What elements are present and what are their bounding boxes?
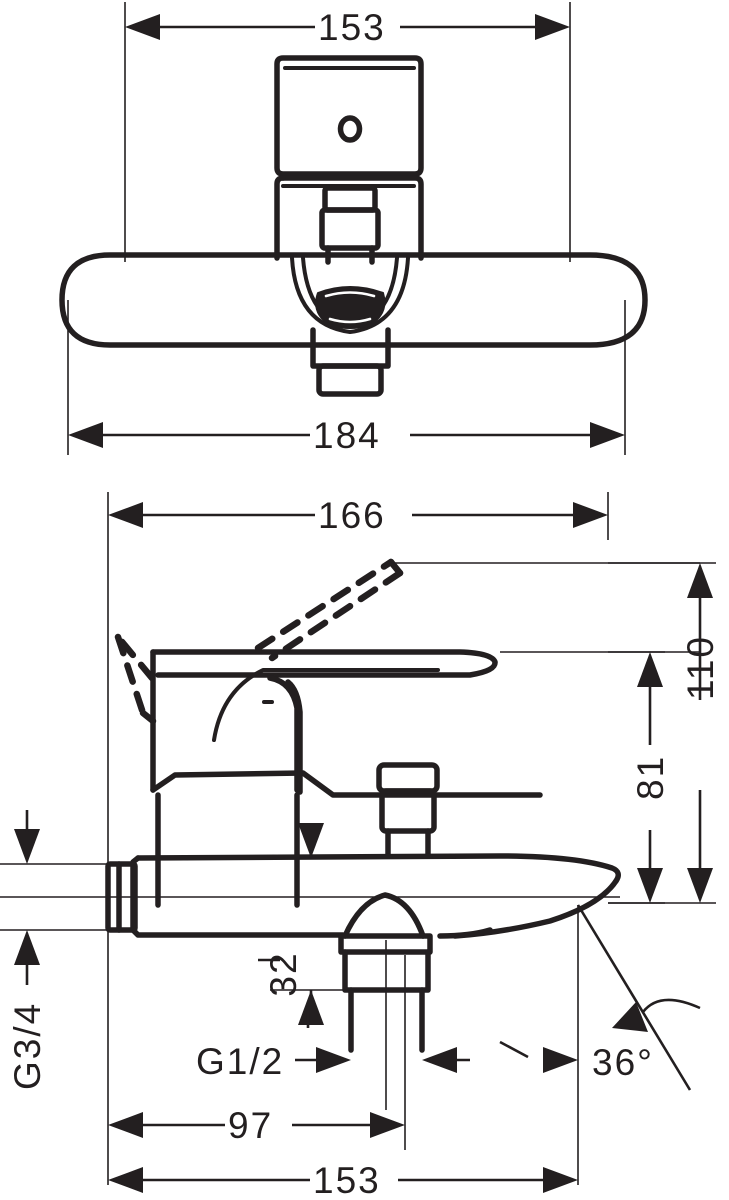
dimension-184-top [68, 422, 625, 448]
top-view-group: 153 184 [59, 2, 648, 456]
dimension-153-bottom [108, 1167, 578, 1193]
dimension-153-top [125, 14, 570, 40]
dimension-81 [608, 651, 665, 904]
handle-body-top [274, 55, 424, 177]
extension-lines-166 [107, 492, 609, 1185]
thread-label-g12: G1/2 [196, 1041, 284, 1082]
lever-raised-hidden [114, 558, 404, 725]
spout-shank-top [310, 327, 391, 397]
handle-pin-hole [337, 115, 363, 143]
dimension-label-166: 166 [318, 495, 386, 536]
dimension-32 [258, 823, 360, 1025]
outlet-connector-side [338, 892, 433, 1053]
angle-callout-36 [576, 904, 701, 1091]
cartridge-collar-top [319, 185, 381, 265]
side-view-group: 166 [0, 492, 721, 1200]
mixer-body-top [59, 252, 648, 348]
spout-opening-top [315, 286, 386, 329]
extension-lines-bottom [404, 905, 579, 1185]
dimension-label-81: 81 [630, 755, 671, 800]
dimension-label-97: 97 [228, 1105, 273, 1146]
cartridge-column-side [155, 792, 300, 908]
extension-lines-153-top [124, 2, 571, 262]
dimension-label-110: 110 [680, 635, 721, 700]
dimension-97 [108, 1112, 405, 1138]
dimension-label-153-bottom: 153 [313, 1160, 381, 1200]
dimension-label-32: 32 [263, 951, 304, 996]
thread-label-g34: G3/4 [7, 1002, 48, 1090]
angle-label-36: 36° [592, 1042, 654, 1083]
lever-handle-side [150, 649, 543, 798]
dimension-110 [608, 562, 716, 904]
inlet-union-side [0, 861, 160, 933]
dimension-166 [108, 502, 608, 528]
dimension-label-153-top: 153 [318, 7, 386, 48]
dimension-label-184-top: 184 [313, 415, 381, 456]
outlet-arrow-markers [422, 1040, 578, 1073]
diverter-knob-side [376, 762, 440, 859]
thread-callout-g34 [14, 810, 40, 985]
thread-callout-g12 [295, 1010, 351, 1073]
